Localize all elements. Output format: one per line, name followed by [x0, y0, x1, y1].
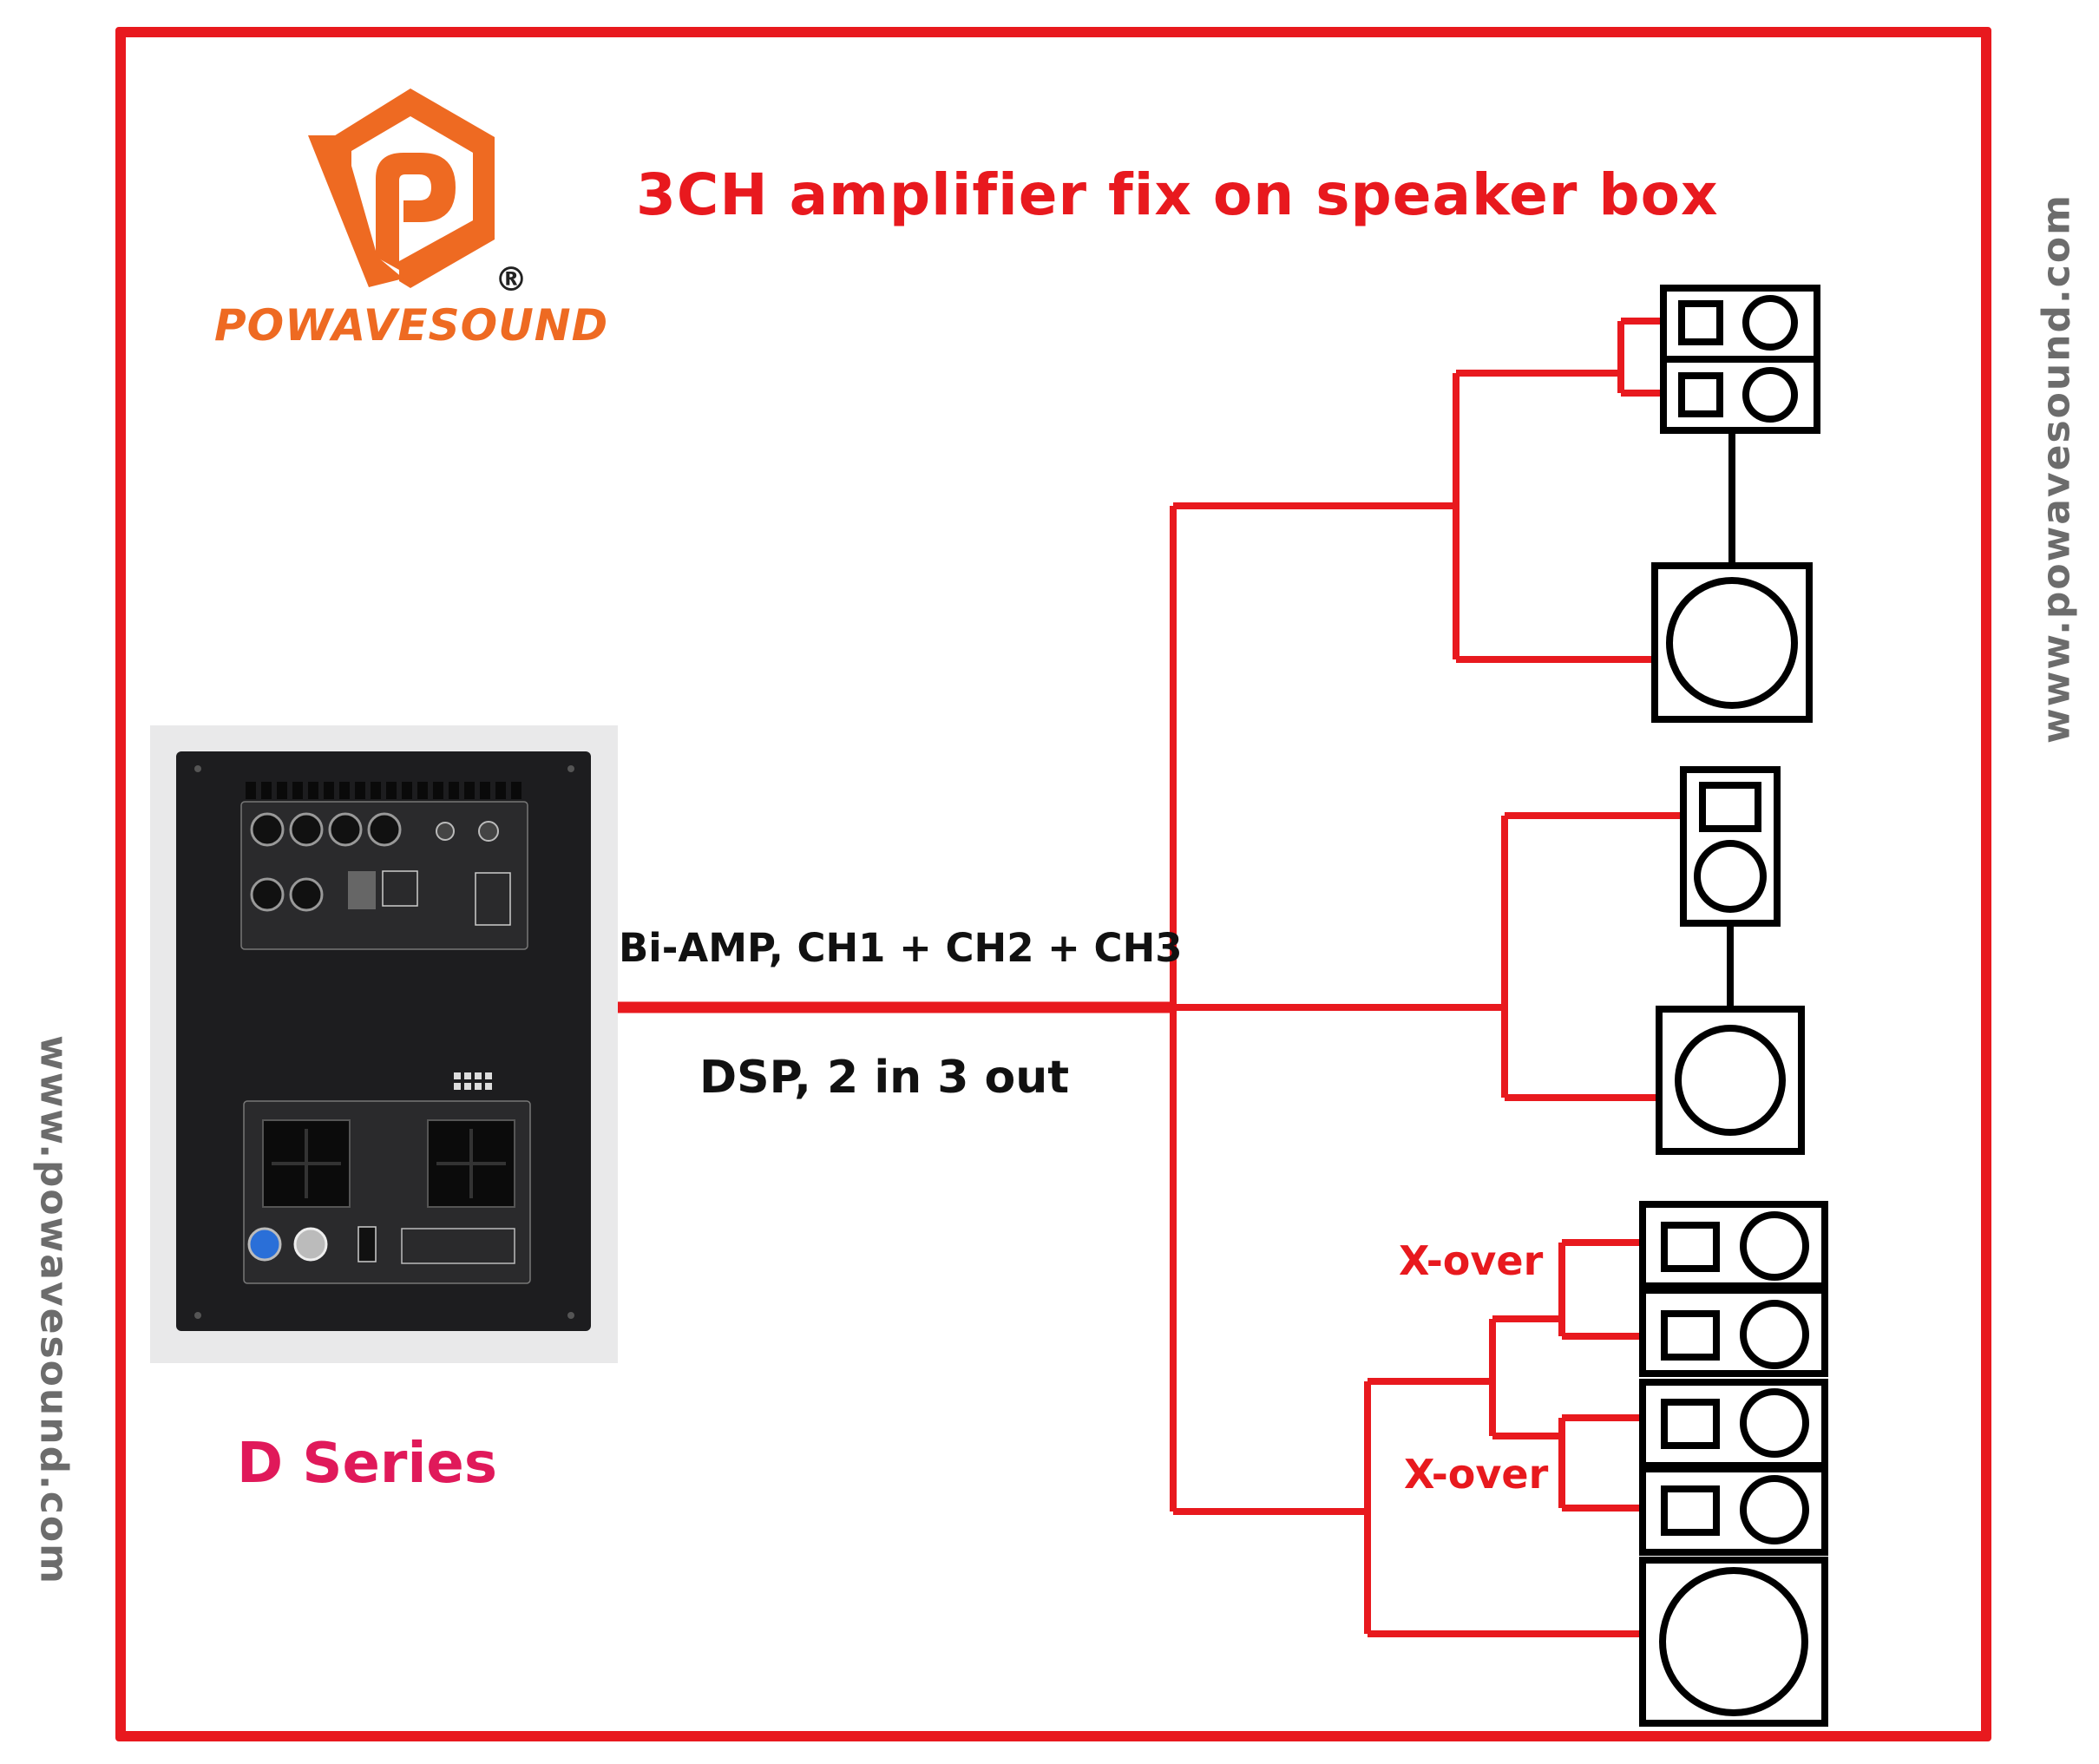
array-speaker-1-driver [1740, 1211, 1809, 1281]
mid-speaker-driver [1694, 840, 1767, 913]
array-speaker-1-tweeter [1661, 1222, 1720, 1272]
diagram-title: 3CH amplifier fix on speaker box [636, 161, 1719, 228]
series-label: D Series [237, 1432, 497, 1496]
array-speaker-3-driver [1740, 1388, 1809, 1458]
amplifier-module-photo [150, 725, 618, 1363]
dsp-label: DSP, 2 in 3 out [699, 1052, 1070, 1104]
array-speaker-2-tweeter [1661, 1310, 1720, 1361]
top-speaker-1-driver [1742, 295, 1798, 351]
array-speaker-4-tweeter [1661, 1485, 1720, 1536]
sub-speaker-1-driver [1666, 577, 1798, 709]
xover-label-2: X-over [1404, 1451, 1549, 1498]
registered-mark: ® [495, 260, 528, 298]
border-frame [115, 27, 1991, 1741]
mid-speaker-tweeter [1699, 782, 1761, 832]
xover-label-1: X-over [1399, 1237, 1544, 1284]
sub-speaker-3-driver [1659, 1567, 1808, 1716]
array-speaker-2-driver [1740, 1300, 1809, 1369]
powavesound-logo-icon [308, 89, 495, 288]
array-speaker-4-driver [1740, 1475, 1809, 1544]
top-speaker-1-tweeter [1678, 300, 1723, 345]
brand-name: POWAVESOUND [214, 300, 609, 351]
top-speaker-2-tweeter [1678, 372, 1723, 417]
sub-speaker-2-driver [1675, 1025, 1786, 1136]
array-speaker-3-tweeter [1661, 1399, 1720, 1449]
amp-channel-label: Bi-AMP, CH1 + CH2 + CH3 [619, 925, 1183, 971]
top-speaker-2-driver [1742, 367, 1798, 423]
